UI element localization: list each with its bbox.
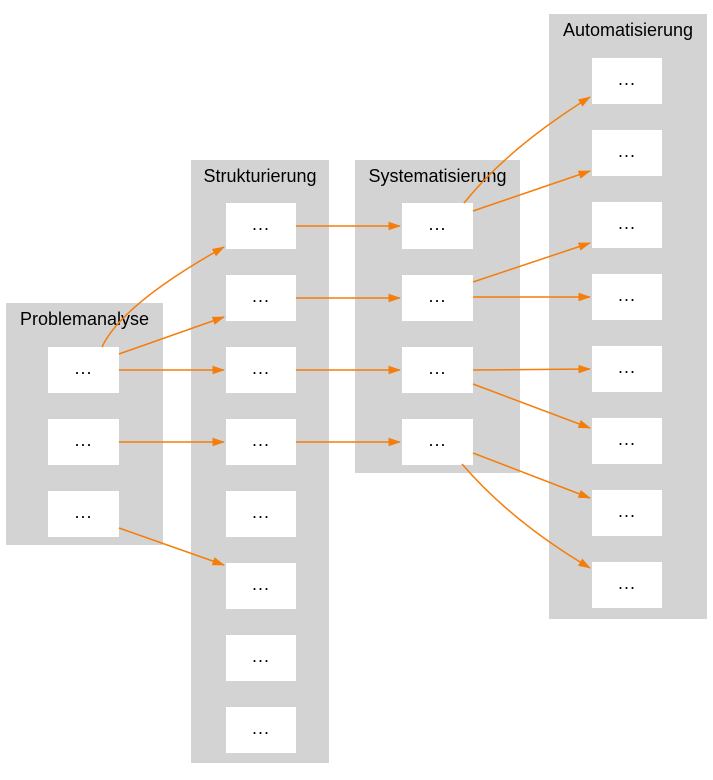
node-label-s8: ...	[251, 718, 270, 738]
node-label-p3: ...	[74, 502, 93, 522]
node-s7: ...	[226, 635, 296, 681]
cluster-title-automatisierung: Automatisierung	[562, 20, 694, 40]
node-s2: ...	[226, 275, 296, 321]
node-s4: ...	[226, 419, 296, 465]
node-label-sy3: ...	[428, 358, 447, 378]
node-sy1: ...	[402, 203, 473, 249]
node-label-a4: ...	[617, 285, 636, 305]
node-label-a1: ...	[617, 69, 636, 89]
node-s3: ...	[226, 347, 296, 393]
cluster-title-problemanalyse: Problemanalyse	[19, 309, 150, 329]
node-label-s2: ...	[251, 286, 270, 306]
node-s6: ...	[226, 563, 296, 609]
node-label-sy4: ...	[428, 430, 447, 450]
node-a7: ...	[592, 490, 662, 536]
node-a3: ...	[592, 202, 662, 248]
node-s8: ...	[226, 707, 296, 753]
node-label-sy1: ...	[428, 214, 447, 234]
cluster-title-strukturierung: Strukturierung	[203, 166, 317, 186]
node-label-a7: ...	[617, 501, 636, 521]
node-p1: ...	[48, 347, 119, 393]
node-a5: ...	[592, 346, 662, 392]
node-sy3: ...	[402, 347, 473, 393]
node-label-s6: ...	[251, 574, 270, 594]
cluster-title-systematisierung: Systematisierung	[368, 166, 507, 186]
node-a8: ...	[592, 562, 662, 608]
node-label-a8: ...	[617, 573, 636, 593]
node-label-a5: ...	[617, 357, 636, 377]
node-sy4: ...	[402, 419, 473, 465]
node-p2: ...	[48, 419, 119, 465]
node-label-s5: ...	[251, 502, 270, 522]
node-a4: ...	[592, 274, 662, 320]
node-s5: ...	[226, 491, 296, 537]
node-label-sy2: ...	[428, 286, 447, 306]
node-label-a6: ...	[617, 429, 636, 449]
node-p3: ...	[48, 491, 119, 537]
node-s1: ...	[226, 203, 296, 249]
node-label-p2: ...	[74, 430, 93, 450]
node-label-s7: ...	[251, 646, 270, 666]
node-a2: ...	[592, 130, 662, 176]
node-sy2: ...	[402, 275, 473, 321]
node-a1: ...	[592, 58, 662, 104]
node-label-a3: ...	[617, 213, 636, 233]
node-a6: ...	[592, 418, 662, 464]
node-label-s4: ...	[251, 430, 270, 450]
node-label-a2: ...	[617, 141, 636, 161]
node-label-p1: ...	[74, 358, 93, 378]
node-label-s1: ...	[251, 214, 270, 234]
node-label-s3: ...	[251, 358, 270, 378]
